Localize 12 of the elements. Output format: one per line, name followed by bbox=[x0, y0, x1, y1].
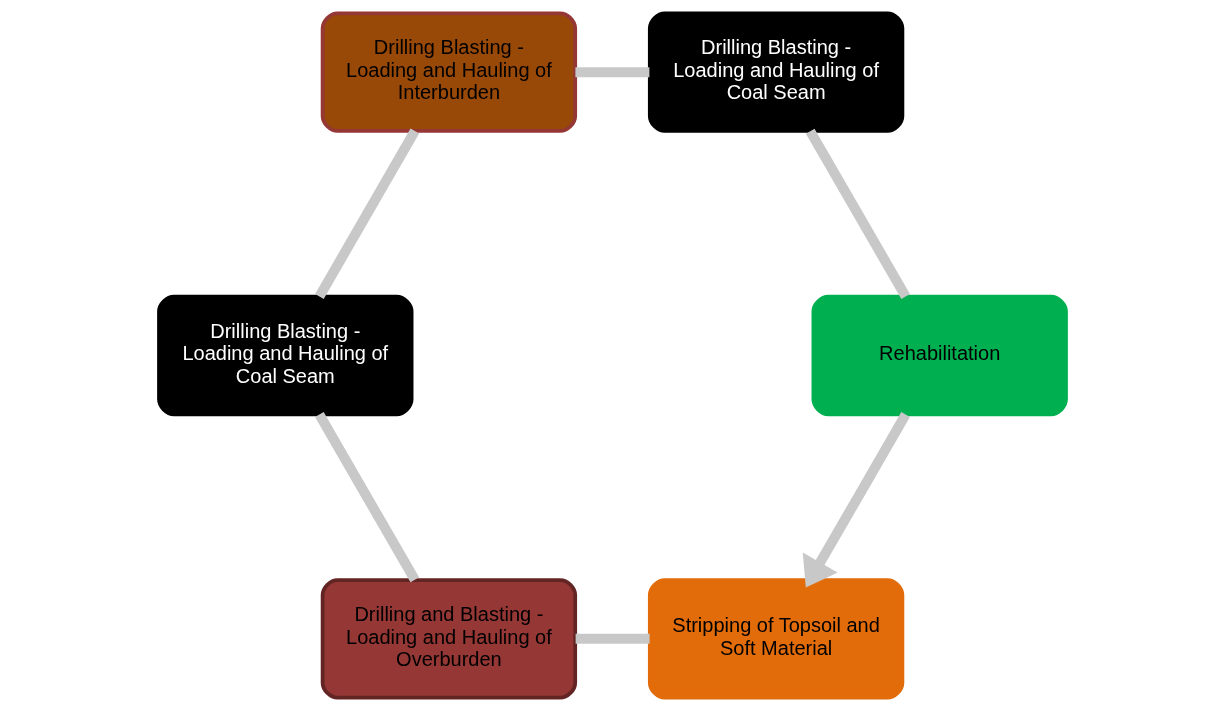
connector bbox=[575, 633, 650, 644]
node-box: Drilling and Blasting - Loading and Hauling of Overburden bbox=[320, 578, 578, 700]
connector bbox=[575, 67, 650, 78]
node-box: Stripping of Topsoil and Soft Material bbox=[647, 578, 905, 700]
connector bbox=[805, 128, 910, 300]
arrow bbox=[802, 412, 910, 588]
node-box: Drilling Blasting - Loading and Hauling of Coal Seam bbox=[647, 11, 905, 133]
node-box: Drilling Blasting - Loading and Hauling of Interburden bbox=[320, 11, 578, 133]
node-box: Rehabilitation bbox=[811, 294, 1068, 417]
connector bbox=[315, 128, 420, 299]
connector bbox=[315, 411, 420, 583]
node-box: Drilling Blasting - Loading and Hauling of Coal Seam bbox=[157, 294, 414, 417]
